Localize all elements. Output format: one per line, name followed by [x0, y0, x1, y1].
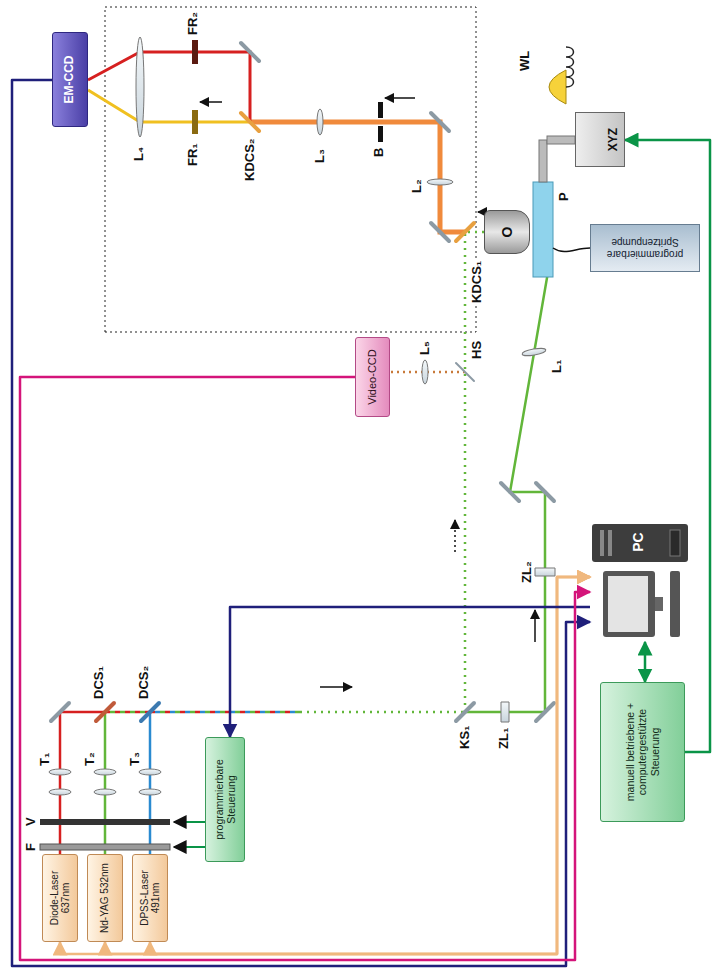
- part-label: ZL₁: [497, 727, 511, 750]
- part-label: FR₂: [186, 11, 200, 36]
- node-text: manuell betriebene + computergestützte S…: [624, 688, 660, 816]
- laser-box: Diode-Laser 637nm: [42, 854, 78, 942]
- part-label: WL: [518, 50, 532, 72]
- laser-box: DPSS-Laser 491nm: [132, 854, 168, 942]
- part-label: DCS₂: [137, 665, 151, 700]
- part-label: B: [372, 147, 386, 158]
- control-box: manuell betriebene + computergestützte S…: [600, 682, 685, 822]
- control-lines: [174, 822, 205, 847]
- part-label: P: [557, 191, 571, 202]
- laser-box: Nd-YAG 532nm: [87, 854, 123, 942]
- part-label: L₃: [313, 148, 327, 164]
- part-label: T₃: [128, 751, 142, 767]
- part-label: F: [24, 842, 38, 852]
- signal-line: [105, 577, 590, 954]
- node-text: programmierbare Spritzenpumpe: [593, 237, 697, 260]
- node-text: EM-CCD: [63, 56, 77, 104]
- part-label: KDCS₁: [470, 260, 484, 304]
- filters-shutters: [40, 40, 383, 850]
- part-label: KS₁: [458, 725, 472, 750]
- camera-box: EM-CCD: [52, 32, 88, 127]
- objective: O: [484, 210, 530, 254]
- part-label: T₂: [83, 751, 97, 767]
- computer: PC: [590, 522, 690, 642]
- part-label: L₂: [410, 178, 424, 194]
- node-text: XYZ: [607, 128, 621, 151]
- part-label: HS: [470, 340, 484, 360]
- node-text: programmierbare Steuerung: [213, 743, 237, 856]
- syringe-pump: programmierbare Spritzenpumpe: [590, 224, 700, 272]
- node-text: Nd-YAG 532nm: [99, 863, 111, 933]
- node-text: PC: [630, 522, 646, 562]
- direction-arrows: [200, 98, 535, 687]
- signal-line: [12, 80, 590, 966]
- node-text: Video-CCD: [366, 349, 379, 404]
- part-label: KDCS₂: [243, 137, 257, 182]
- node-text: Diode-Laser 637nm: [49, 859, 72, 937]
- part-label: DCS₁: [92, 665, 106, 700]
- xyz-stage: XYZ: [575, 112, 625, 167]
- lenses: [49, 37, 555, 795]
- part-label: ZL₂: [520, 560, 534, 584]
- signal-line: [60, 577, 590, 954]
- part-label: L₄: [132, 146, 146, 162]
- part-label: L₁: [550, 359, 564, 374]
- camera-box: Video-CCD: [355, 337, 390, 417]
- signal-line: [644, 642, 647, 682]
- part-label: V: [24, 816, 38, 827]
- signal-line: [230, 607, 590, 737]
- node-text: DPSS-Laser 491nm: [139, 859, 162, 937]
- control-box: programmierbare Steuerung: [205, 737, 245, 862]
- laser-beams: [60, 52, 548, 854]
- part-label: FR₁: [186, 142, 200, 167]
- mirrors: [51, 43, 554, 721]
- signal-line: [20, 377, 590, 960]
- part-label: L₅: [418, 340, 432, 356]
- signal-line: [150, 577, 590, 954]
- detection-box: [105, 7, 476, 332]
- node-text: O: [499, 227, 515, 238]
- part-label: T₁: [38, 752, 52, 767]
